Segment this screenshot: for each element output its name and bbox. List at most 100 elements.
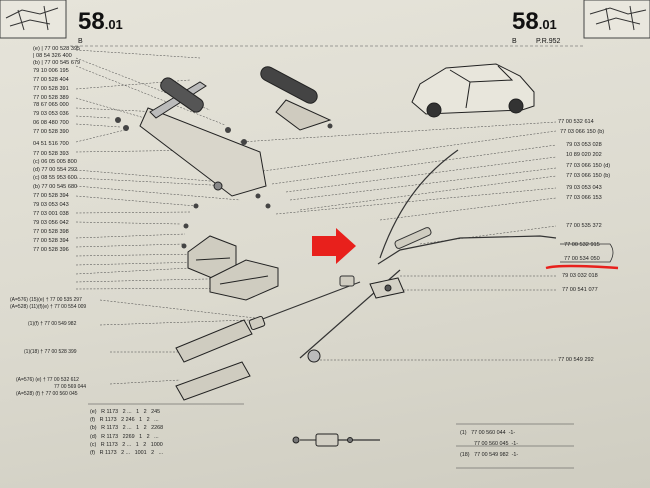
cell-mid: 2 ... bbox=[122, 425, 132, 432]
corner-logo-left bbox=[0, 0, 67, 39]
label-row: (d) 77 00 554 292 bbox=[33, 167, 78, 173]
label-right-5: 77 03 066 150 (d) bbox=[566, 163, 611, 169]
label-mid-5: (A=576) (e) † 77 00 532 612 bbox=[16, 377, 79, 383]
corner-logo-right bbox=[583, 0, 650, 39]
cell-a: 1 bbox=[139, 433, 143, 440]
label-row: 77 00 528 394 bbox=[33, 238, 69, 244]
section-number-right: 58 bbox=[512, 8, 539, 35]
label-row: 04 51 516 700 bbox=[33, 141, 69, 147]
handbrake-grip bbox=[260, 66, 332, 131]
section-sub-right: .01 bbox=[538, 17, 557, 32]
table-row: (e) R 1173 2 ... 1 2 245 bbox=[90, 408, 163, 416]
cell-a: 1 bbox=[139, 417, 143, 424]
cell-ref: (e) bbox=[90, 409, 97, 415]
label-row: 79 10 006 195 bbox=[33, 68, 69, 74]
label-right-14: 77 00 549 292 bbox=[558, 357, 594, 363]
cell-ref: (18) bbox=[460, 452, 470, 458]
label-right-9: 77 00 535 372 bbox=[566, 223, 602, 229]
label-left-list: (e) | 77 00 528 395 | 08 54 326 400 (b) … bbox=[33, 46, 80, 254]
cell-code: 77 00 560 045 bbox=[474, 441, 509, 447]
table-row: (b) R 1173 2 ... 1 2 2268 bbox=[90, 424, 163, 432]
label-row: 77 00 528 391 bbox=[33, 86, 69, 92]
label-mid-2: (A=528) (11)(f)(e) † 77 00 554 009 bbox=[10, 304, 87, 310]
variant-table-right: (1) 77 00 560 044 -1- 77 00 560 045 -1- … bbox=[460, 428, 518, 461]
table-row: (f) R 1173 2 ... 1001 2 ... bbox=[90, 449, 163, 457]
label-row: 77 00 528 398 bbox=[33, 229, 69, 235]
cell-code: R 1173 bbox=[100, 441, 118, 448]
label-mid-1: (A=576) (15)(e) † 77 00 535 297 bbox=[10, 297, 82, 303]
label-right-12: 79 03 032 018 bbox=[562, 273, 598, 279]
cell-b: 2 bbox=[146, 433, 150, 440]
label-right-1: 77 00 532 614 bbox=[558, 119, 594, 125]
cell-code: R 1173 bbox=[101, 409, 119, 415]
label-right-11: 77 00 534 050 bbox=[564, 256, 600, 262]
cell-qty: 2268 bbox=[151, 425, 164, 432]
label-row: 77 00 528 394 bbox=[33, 193, 69, 199]
variant-table-left: (e) R 1173 2 ... 1 2 245 (f) R 1173 2 24… bbox=[90, 408, 163, 457]
cable-end-assembly bbox=[292, 433, 353, 447]
label-row: 79 03 053 036 bbox=[33, 111, 69, 117]
label-row: 79 03 056 042 bbox=[33, 220, 69, 226]
equaliser bbox=[369, 277, 405, 299]
label-row: 77 00 528 389 bbox=[33, 95, 69, 101]
cell-qty: ... bbox=[158, 450, 164, 457]
label-row: (e) | 77 00 528 395 bbox=[33, 46, 81, 52]
leader-lines-right bbox=[239, 121, 557, 361]
lower-cable-2 bbox=[175, 349, 321, 401]
section-number: 58 bbox=[78, 8, 105, 35]
section-sub: .01 bbox=[104, 17, 123, 32]
mount-brackets bbox=[187, 235, 279, 301]
cell-mid: 2 ... bbox=[122, 441, 132, 448]
handbrake-lever bbox=[139, 77, 267, 197]
brake-cables bbox=[259, 149, 557, 441]
label-row: 06 08 480 700 bbox=[33, 120, 69, 126]
cell-suffix: -1- bbox=[508, 430, 516, 436]
page-b-left: B bbox=[78, 38, 83, 45]
table-row: (c) R 1173 2 ... 1 2 1000 bbox=[90, 441, 163, 449]
label-row: 77 00 528 396 bbox=[33, 247, 69, 253]
table-row: (f) R 1173 2 246 1 2 ... bbox=[90, 416, 163, 424]
red-arrow-indicator bbox=[312, 228, 356, 264]
cell-code: 77 00 560 044 bbox=[471, 430, 506, 436]
cell-b: 2 bbox=[151, 450, 155, 457]
label-row: | 08 54 326 400 bbox=[33, 53, 72, 59]
label-mid-7: (A=528) (f) † 77 00 560 045 bbox=[16, 391, 78, 397]
label-mid-4: (1)(18) † 77 00 528 399 bbox=[24, 349, 77, 355]
table-row: 77 00 560 045 -1- bbox=[460, 439, 518, 450]
cell-a: 1001 bbox=[134, 450, 147, 457]
label-row: 77 00 528 404 bbox=[33, 77, 69, 83]
red-underline bbox=[545, 264, 619, 270]
label-right-10: 77 00 532 915 bbox=[564, 242, 600, 248]
cell-ref: (f) bbox=[90, 417, 96, 424]
label-right-6: 77 03 066 150 (b) bbox=[566, 173, 611, 179]
table-row: (18) 77 00 549 982 -1- bbox=[460, 450, 518, 461]
cell-qty: 245 bbox=[151, 409, 161, 415]
cell-mid: 2 ... bbox=[122, 409, 132, 415]
cell-code: R 1173 bbox=[99, 450, 117, 457]
cell-ref: (d) bbox=[90, 433, 97, 440]
spring bbox=[339, 227, 432, 287]
label-row: (c) 06 05 005 800 bbox=[33, 159, 77, 165]
cell-code: R 1173 bbox=[101, 425, 119, 432]
label-row: 77 00 528 393 bbox=[33, 151, 69, 157]
page-number-right: 58.01 B P.R.952 bbox=[512, 8, 560, 45]
label-right-13: 77 00 541 077 bbox=[562, 287, 598, 293]
label-row: 77 00 528 390 bbox=[33, 129, 69, 135]
cell-mid: 2269 bbox=[122, 433, 135, 440]
cell-ref: (1) bbox=[460, 430, 467, 436]
label-right-4: 10 89 020 202 bbox=[566, 152, 602, 158]
table-row: (d) R 1173 2269 1 2 ... bbox=[90, 433, 163, 441]
label-row: (b) 77 00 545 680 bbox=[33, 184, 78, 190]
label-row: (b) | 77 00 545 679 bbox=[33, 60, 81, 66]
label-mid-6: 77 00 569 044 bbox=[54, 384, 86, 390]
cell-b: 2 bbox=[143, 409, 147, 415]
lower-cable-1 bbox=[175, 315, 266, 363]
cell-a: 1 bbox=[136, 409, 140, 415]
cell-qty: ... bbox=[154, 417, 159, 424]
cell-a: 1 bbox=[136, 425, 140, 432]
cell-code: R 1173 bbox=[101, 433, 119, 440]
cell-code: 77 00 549 982 bbox=[474, 452, 509, 458]
table-row: (1) 77 00 560 044 -1- bbox=[460, 428, 518, 439]
